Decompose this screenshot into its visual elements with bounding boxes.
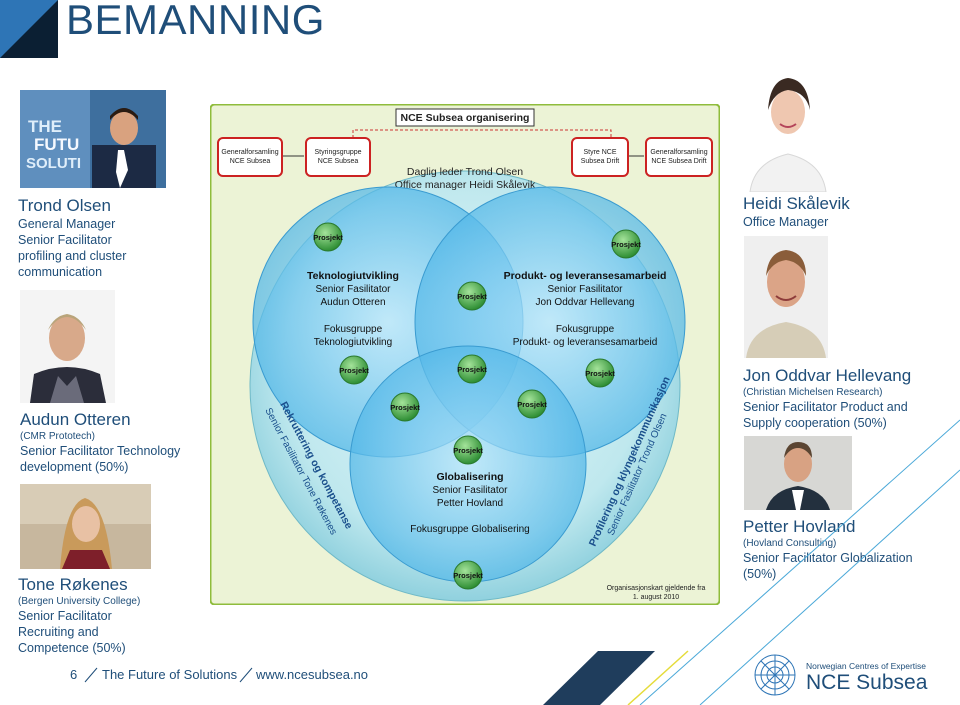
org-diagram: NCE Subsea organisering Generalforsamlin… (210, 104, 720, 605)
glob-name: Petter Hovland (437, 498, 503, 509)
person-name: Heidi Skålevik (743, 194, 850, 213)
svg-text:Prosjekt: Prosjekt (453, 446, 483, 455)
svg-text:SOLUTI: SOLUTI (26, 155, 81, 172)
person-name: Tone Røkenes (18, 575, 128, 594)
page-number: 6 (70, 667, 78, 682)
photo-trond-olsen: THE FUTU SOLUTI (20, 90, 166, 188)
person-role: Senior Facilitator Globalization (743, 551, 913, 565)
project-bubble: Prosjekt (585, 358, 615, 388)
project-bubble: Prosjekt (457, 281, 487, 311)
diagram-heading: NCE Subsea organisering (401, 112, 530, 124)
nce-subsea-logo (754, 654, 796, 696)
person-petter-hovland: Petter Hovland (Hovland Consulting) Seni… (743, 517, 913, 582)
person-role: Senior Facilitator (18, 233, 112, 247)
svg-text:Prosjekt: Prosjekt (517, 400, 547, 409)
tech-focus: Teknologiutvikling (314, 337, 392, 348)
svg-text:NCE Subsea: NCE Subsea (318, 158, 359, 165)
svg-text:FUTU: FUTU (34, 135, 79, 154)
project-bubble: Prosjekt (453, 435, 483, 465)
project-bubble: Prosjekt (339, 355, 369, 385)
person-role: Senior Facilitator Product and (743, 400, 908, 414)
svg-text:Generalforsamling: Generalforsamling (650, 149, 707, 156)
svg-text:NCE Subsea: NCE Subsea (230, 158, 271, 165)
person-name: Petter Hovland (743, 517, 856, 536)
person-role: Recruiting and (18, 625, 99, 639)
tech-role: Senior Fasilitator (315, 284, 391, 295)
glob-focus: Fokusgruppe Globalisering (410, 524, 530, 535)
person-role: Senior Facilitator (18, 609, 112, 623)
footer-tagline: The Future of Solutions (102, 667, 238, 682)
person-role: communication (18, 265, 103, 279)
photo-heidi-skalevik (744, 66, 832, 192)
person-organization: (Bergen University College) (18, 596, 141, 607)
svg-text:Subsea Drift: Subsea Drift (581, 158, 620, 165)
footer-link[interactable]: www.ncesubsea.no (256, 667, 369, 682)
svg-text:NCE Subsea Drift: NCE Subsea Drift (651, 158, 706, 165)
prod-focus: Fokusgruppe (556, 324, 615, 335)
person-heidi-skalevik: Heidi Skålevik Office Manager (743, 194, 850, 230)
photo-tone-rokenes (20, 484, 151, 569)
project-bubble: Prosjekt (457, 354, 487, 384)
tech-focus: Fokusgruppe (324, 324, 383, 335)
logo-subtitle: Norwegian Centres of Expertise (806, 661, 927, 671)
top-box: Styringsgruppe NCE Subsea (305, 137, 371, 177)
person-role: Senior Facilitator Technology (20, 444, 181, 458)
person-tone-rokenes: Tone Røkenes (Bergen University College)… (18, 575, 140, 656)
person-organization: (Christian Michelsen Research) (743, 387, 883, 398)
svg-text:Prosjekt: Prosjekt (611, 240, 641, 249)
svg-text:Generalforsamling: Generalforsamling (221, 149, 278, 156)
project-bubble: Prosjekt (453, 560, 483, 590)
glob-title: Globalisering (436, 471, 503, 483)
svg-text:Prosjekt: Prosjekt (339, 366, 369, 375)
prod-role: Senior Fasilitator (547, 284, 623, 295)
glob-role: Senior Fasilitator (432, 485, 508, 496)
person-role: development (50%) (20, 460, 129, 474)
validity-note: Organisasjonskart gjeldende fra (607, 585, 706, 592)
person-role: Office Manager (743, 215, 829, 229)
project-bubble: Prosjekt (611, 229, 641, 259)
person-name: Audun Otteren (20, 410, 131, 429)
person-audun-otteren: Audun Otteren (CMR Prototech) Senior Fac… (20, 410, 180, 475)
person-organization: (CMR Prototech) (20, 431, 96, 442)
svg-text:Prosjekt: Prosjekt (390, 403, 420, 412)
project-bubble: Prosjekt (313, 222, 343, 252)
project-bubble: Prosjekt (390, 392, 420, 422)
svg-text:Prosjekt: Prosjekt (453, 571, 483, 580)
photo-audun-otteren (20, 290, 115, 403)
photo-jon-oddvar-hellevang (744, 236, 828, 358)
prod-name: Jon Oddvar Hellevang (536, 297, 635, 308)
leader-line-2: Office manager Heidi Skålevik (395, 179, 536, 191)
person-name: Jon Oddvar Hellevang (743, 366, 912, 385)
person-role: profiling and cluster (18, 249, 127, 263)
validity-date: 1. august 2010 (633, 594, 679, 601)
svg-text:Prosjekt: Prosjekt (457, 365, 487, 374)
leader-line-1: Daglig leder Trond Olsen (407, 166, 523, 178)
person-role: (50%) (743, 567, 777, 581)
svg-text:Styre NCE: Styre NCE (583, 149, 616, 156)
page-title: BEMANNING (66, 0, 325, 43)
top-box: Generalforsamling NCE Subsea (217, 137, 283, 177)
person-trond-olsen: Trond Olsen General Manager Senior Facil… (18, 196, 126, 280)
tech-title: Teknologiutvikling (307, 270, 399, 282)
top-box: Styre NCE Subsea Drift (571, 137, 629, 177)
svg-text:Prosjekt: Prosjekt (313, 233, 343, 242)
person-role: General Manager (18, 217, 116, 231)
person-organization: (Hovland Consulting) (743, 538, 837, 549)
person-role: Competence (50%) (18, 641, 126, 655)
svg-text:THE: THE (28, 117, 62, 136)
prod-title: Produkt- og leveransesamarbeid (504, 270, 667, 282)
svg-text:Prosjekt: Prosjekt (457, 292, 487, 301)
svg-text:Styringsgruppe: Styringsgruppe (314, 149, 361, 156)
project-bubble: Prosjekt (517, 389, 547, 419)
svg-text:Prosjekt: Prosjekt (585, 369, 615, 378)
tech-name: Audun Otteren (320, 297, 385, 308)
corner-logo-mark (0, 0, 58, 58)
person-name: Trond Olsen (18, 196, 111, 215)
prod-focus: Produkt- og leveransesamarbeid (513, 337, 658, 348)
person-jon-oddvar-hellevang: Jon Oddvar Hellevang (Christian Michelse… (743, 366, 911, 431)
logo-wordmark: NCE Subsea (806, 671, 928, 694)
photo-petter-hovland (744, 436, 852, 510)
person-role: Supply cooperation (50%) (743, 416, 887, 430)
top-box: Generalforsamling NCE Subsea Drift (645, 137, 713, 177)
